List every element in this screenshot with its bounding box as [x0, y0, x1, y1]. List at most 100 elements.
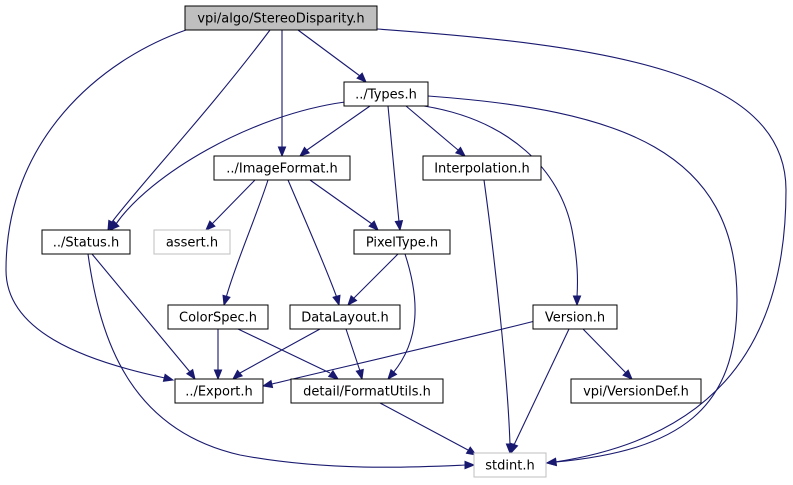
edge-arrowhead — [545, 457, 557, 467]
edge-stereo-to-status — [107, 29, 271, 232]
node-box — [422, 155, 542, 181]
node-label: Version.h — [545, 311, 605, 326]
edge-stereo-to-export — [5, 29, 187, 382]
node-interpolation[interactable]: Interpolation.h — [422, 155, 542, 181]
edge-arrowhead — [454, 146, 467, 157]
edge-arrowhead — [347, 294, 358, 307]
node-label: ../ImageFormat.h — [226, 162, 338, 177]
edge-imageformat-to-colorspec — [222, 179, 269, 307]
node-box — [290, 378, 444, 404]
edge-arrowhead — [109, 220, 120, 231]
edge-datalayout-to-formatutils — [345, 328, 364, 381]
node-box — [570, 378, 702, 404]
edge-pixeltype-to-datalayout — [347, 253, 399, 307]
edge-line — [483, 179, 511, 446]
edge-line — [353, 253, 399, 299]
edge-arrowhead — [185, 368, 196, 381]
edge-colorspec-to-export — [213, 329, 223, 381]
node-box — [289, 304, 401, 330]
node-label: PixelType.h — [366, 236, 438, 251]
node-box — [41, 229, 131, 255]
node-box — [473, 452, 547, 478]
edge-stereo-to-imageformat — [277, 30, 287, 158]
edge-line — [405, 105, 459, 151]
node-box — [532, 304, 618, 330]
edge-arrowhead — [510, 442, 519, 455]
edge-arrowhead — [332, 294, 341, 307]
edge-types-to-pixeltype — [387, 105, 404, 232]
edge-status-to-export — [91, 253, 196, 381]
node-box — [167, 304, 269, 330]
edge-arrowhead — [298, 146, 311, 157]
node-box — [184, 5, 378, 31]
node-label: ColorSpec.h — [179, 311, 257, 326]
edge-version-to-stdint — [510, 328, 570, 455]
node-label: vpi/algo/StereoDisparity.h — [197, 12, 364, 27]
edge-datalayout-to-export — [231, 328, 321, 380]
edge-arrowhead — [356, 72, 367, 83]
edge-imageformat-to-pixeltype — [309, 179, 379, 231]
edge-line — [376, 28, 787, 463]
edge-line — [115, 101, 346, 225]
edge-types-to-interpolation — [405, 105, 467, 157]
edge-imageformat-to-datalayout — [287, 179, 341, 307]
edge-arrowhead — [213, 369, 223, 381]
edge-arrowhead — [464, 460, 476, 470]
node-assert: assert.h — [153, 229, 231, 255]
edge-version-to-versiondef — [582, 328, 633, 380]
edge-arrowhead — [327, 369, 340, 380]
node-label: ../Types.h — [355, 88, 417, 103]
edge-arrowhead — [387, 368, 398, 381]
edge-arrowhead — [261, 379, 274, 389]
edge-arrowhead — [205, 220, 216, 231]
edge-line — [271, 320, 536, 385]
node-box — [353, 229, 451, 255]
node-label: Interpolation.h — [434, 162, 530, 177]
node-label: ../Status.h — [53, 236, 119, 251]
edge-arrowhead — [231, 369, 244, 380]
node-formatutils[interactable]: detail/FormatUtils.h — [290, 378, 444, 404]
edge-arrowhead — [162, 373, 175, 382]
edge-interpolation-to-stdint — [483, 179, 515, 455]
node-status[interactable]: ../Status.h — [41, 229, 131, 255]
node-label: vpi/VersionDef.h — [583, 385, 689, 400]
node-label: ../Export.h — [185, 385, 253, 400]
node-label: stdint.h — [485, 459, 534, 474]
edge-arrowhead — [355, 368, 364, 381]
node-stereo[interactable]: vpi/algo/StereoDisparity.h — [184, 5, 378, 31]
edge-line — [309, 179, 373, 225]
node-pixeltype[interactable]: PixelType.h — [353, 229, 451, 255]
node-datalayout[interactable]: DataLayout.h — [289, 304, 401, 330]
edge-line — [91, 253, 191, 373]
edge-formatutils-to-stdint — [379, 402, 478, 456]
edges-layer — [5, 28, 787, 470]
nodes-layer: vpi/algo/StereoDisparity.h ../Types.h ../I… — [41, 5, 702, 478]
node-version[interactable]: Version.h — [532, 304, 618, 330]
node-label: assert.h — [166, 236, 218, 251]
edge-types-to-stdint — [427, 95, 738, 467]
edge-line — [5, 29, 187, 379]
edge-line — [237, 328, 331, 374]
edge-line — [87, 253, 467, 468]
edge-line — [225, 179, 269, 299]
edge-line — [111, 29, 271, 223]
node-label: DataLayout.h — [301, 311, 389, 326]
edge-line — [387, 105, 400, 223]
node-box — [153, 229, 231, 255]
node-types[interactable]: ../Types.h — [343, 81, 429, 107]
edge-types-to-imageformat — [298, 105, 371, 157]
edge-version-to-export — [261, 320, 536, 389]
edge-line — [306, 105, 371, 151]
node-imageformat[interactable]: ../ImageFormat.h — [213, 155, 351, 181]
edge-colorspec-to-formatutils — [237, 328, 340, 380]
node-export[interactable]: ../Export.h — [174, 378, 264, 404]
edge-line — [379, 402, 469, 451]
node-label: detail/FormatUtils.h — [303, 385, 431, 400]
edge-types-to-status — [109, 101, 346, 231]
node-colorspec[interactable]: ColorSpec.h — [167, 304, 269, 330]
node-versiondef[interactable]: vpi/VersionDef.h — [570, 378, 702, 404]
edge-line — [239, 328, 321, 374]
edge-types-to-version — [423, 105, 582, 307]
